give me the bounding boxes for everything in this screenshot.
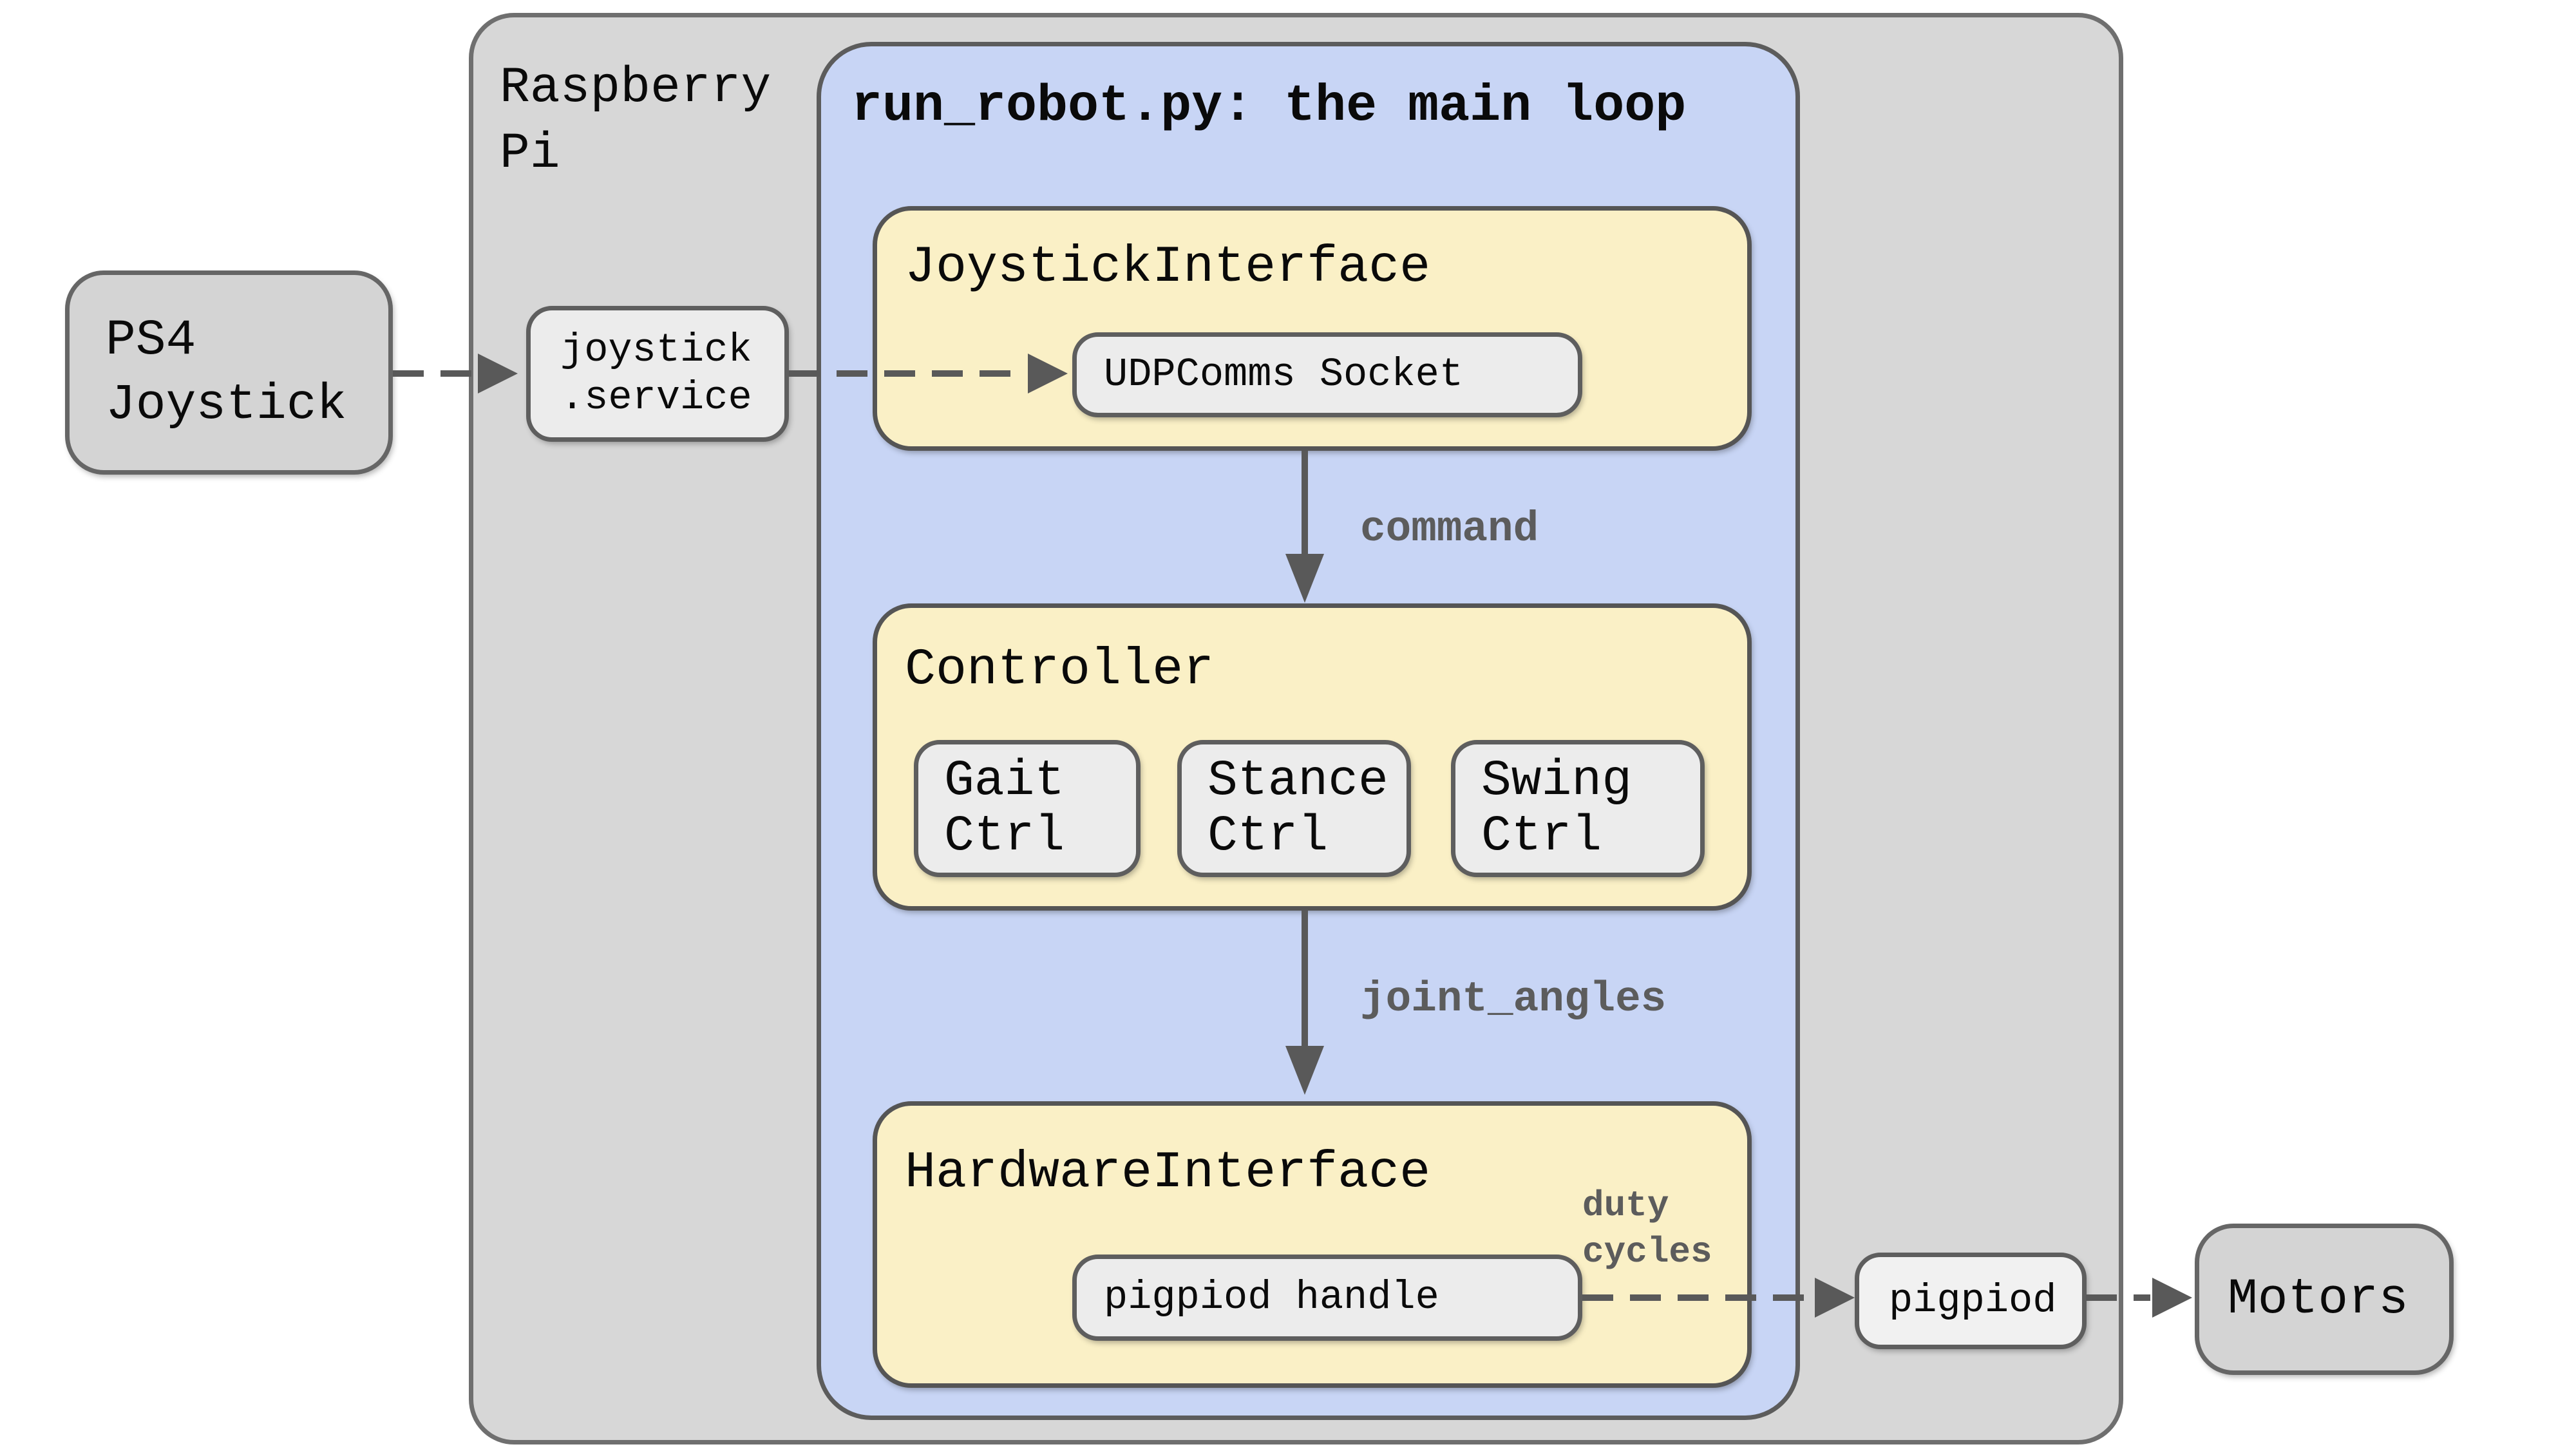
solid-arrow-controller-to-hardware	[1302, 911, 1308, 1047]
pigpiod-handle-label: pigpiod handle	[1104, 1274, 1439, 1320]
ps4-joystick-node: PS4 Joystick	[65, 270, 393, 475]
joystick-service-node: joystick .service	[526, 306, 789, 442]
arrowhead-down-icon	[1285, 1046, 1324, 1095]
solid-arrow-joystick-to-controller	[1302, 451, 1308, 555]
dashed-arrow-service-to-socket	[789, 370, 1026, 377]
arrowhead-right-icon	[478, 354, 518, 393]
pigpiod-handle-node: pigpiod handle	[1072, 1255, 1582, 1341]
gait-ctrl-node: Gait Ctrl	[914, 740, 1141, 877]
dashed-arrow-pigpiod-to-motors	[2086, 1294, 2150, 1301]
controller-label: Controller	[905, 641, 1215, 699]
pigpiod-label: pigpiod	[1889, 1278, 2057, 1323]
joystick-interface-label: JoystickInterface	[905, 238, 1431, 297]
dashed-arrow-ps4-to-service	[393, 370, 480, 377]
udpcomms-socket-node: UDPComms Socket	[1072, 332, 1582, 417]
arrowhead-right-icon	[1815, 1278, 1855, 1318]
swing-ctrl-node: Swing Ctrl	[1451, 740, 1705, 877]
udpcomms-socket-label: UDPComms Socket	[1104, 352, 1464, 397]
joystick-interface-module	[873, 206, 1752, 451]
motors-node: Motors	[2195, 1224, 2454, 1375]
pigpiod-node: pigpiod	[1855, 1253, 2087, 1349]
arrowhead-down-icon	[1285, 554, 1324, 603]
hardware-interface-label: HardwareInterface	[905, 1144, 1431, 1202]
arrowhead-right-icon	[2152, 1278, 2192, 1318]
main-loop-title: run_robot.py: the main loop	[851, 77, 1687, 136]
duty-cycles-edge-label: duty cycles	[1582, 1185, 1712, 1273]
raspberry-pi-label: Raspberry Pi	[500, 60, 772, 182]
dashed-arrow-handle-to-pigpiod	[1582, 1294, 1814, 1301]
command-edge-label: command	[1360, 505, 1539, 553]
stance-ctrl-node: Stance Ctrl	[1177, 740, 1411, 877]
arrowhead-right-icon	[1028, 354, 1068, 393]
motors-label: Motors	[2228, 1271, 2409, 1328]
joint-angles-edge-label: joint_angles	[1360, 975, 1667, 1023]
